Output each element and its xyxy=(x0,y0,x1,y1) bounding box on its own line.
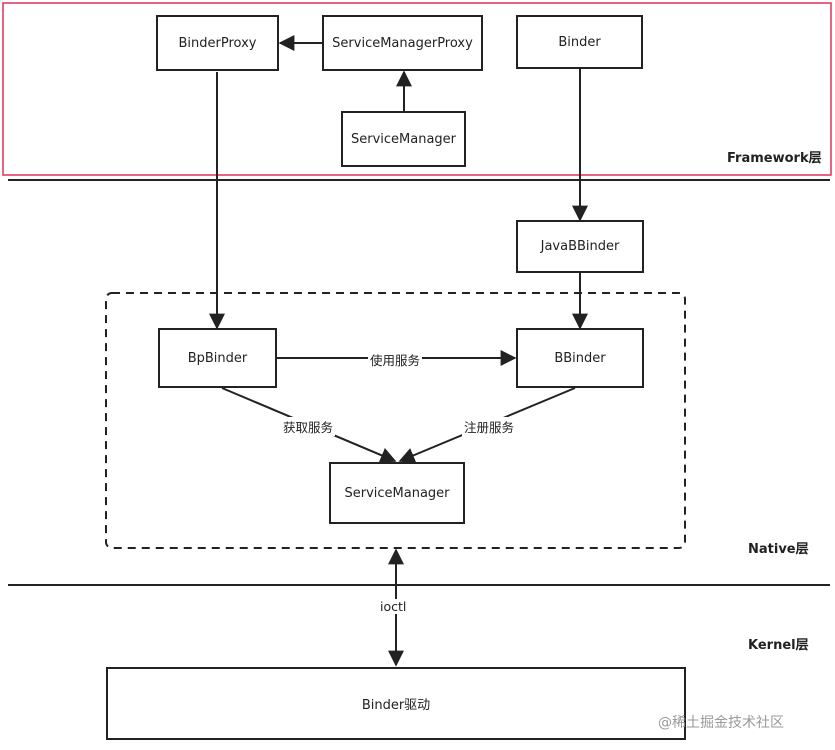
binder-driver-box: Binder驱动 xyxy=(106,667,686,740)
service-manager-native-box: ServiceManager xyxy=(329,462,465,524)
edge-label-get-service: 获取服务 xyxy=(281,417,336,436)
bp-binder-box: BpBinder xyxy=(158,328,277,388)
watermark: @稀土掘金技术社区 xyxy=(658,715,784,731)
edge-label-use-service: 使用服务 xyxy=(368,350,423,369)
kernel-layer-label: Kernel层 xyxy=(748,638,809,653)
service-manager-framework-box: ServiceManager xyxy=(341,111,466,167)
edge-label-ioctl: ioctl xyxy=(378,599,409,614)
java-bbinder-box: JavaBBinder xyxy=(516,220,644,273)
framework-layer-frame xyxy=(2,2,832,176)
binder-box: Binder xyxy=(516,15,643,69)
native-layer-label: Native层 xyxy=(748,542,809,557)
binder-proxy-box: BinderProxy xyxy=(156,15,279,71)
bbinder-box: BBinder xyxy=(516,328,644,388)
service-manager-proxy-box: ServiceManagerProxy xyxy=(322,15,483,71)
edge-label-register-service: 注册服务 xyxy=(462,417,517,436)
native-dashed-frame xyxy=(105,292,686,549)
framework-layer-label: Framework层 xyxy=(727,151,822,166)
